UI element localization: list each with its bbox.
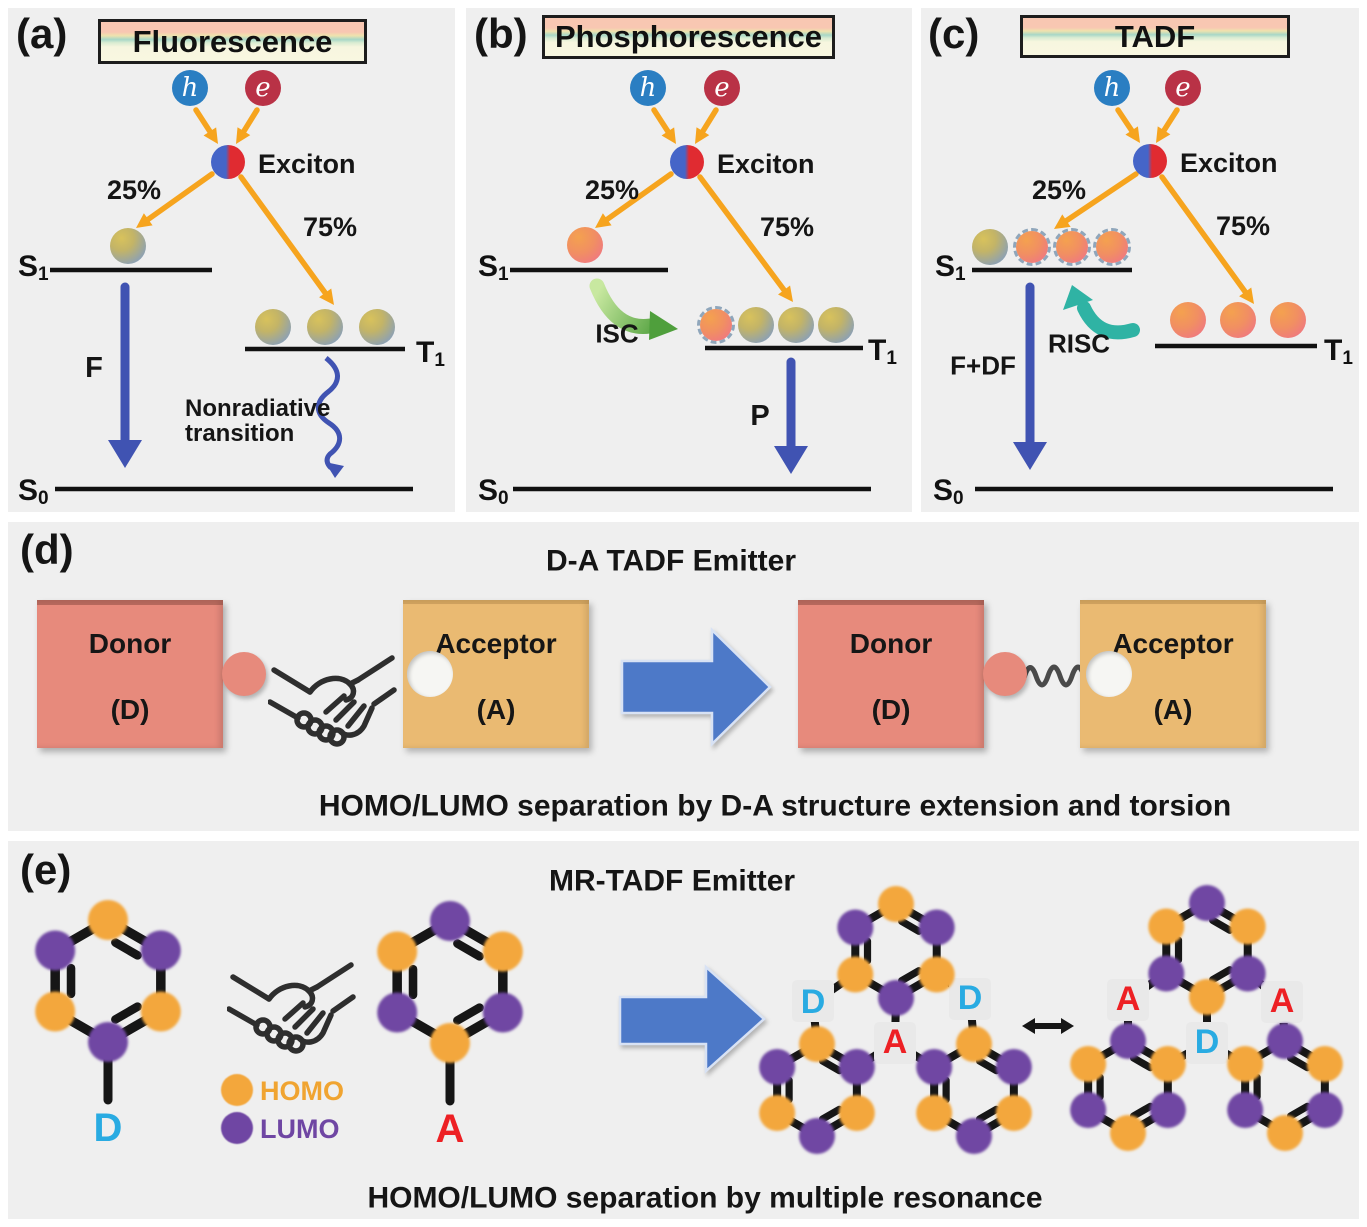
triplet-sphere xyxy=(1220,302,1256,338)
lumo-legend-label: LUMO xyxy=(260,1114,340,1144)
exciton-label: Exciton xyxy=(1180,148,1278,178)
panel-b-title: Phosphorescence xyxy=(542,15,835,59)
struct2-d-center: D xyxy=(1194,1023,1220,1062)
exciton-label: Exciton xyxy=(258,149,356,179)
fluorescence-arrow-label: F xyxy=(85,351,103,384)
acceptor-notch xyxy=(1086,651,1132,697)
panel-e xyxy=(8,841,1359,1219)
exciton-circle xyxy=(211,145,245,179)
singlet-exciton-sphere xyxy=(110,228,146,264)
branch-25-label: 25% xyxy=(106,174,162,205)
branch-75-label: 75% xyxy=(759,211,815,242)
branch-25-label: 25% xyxy=(584,174,640,205)
t1-level-label: T1 xyxy=(416,336,445,372)
triplet-sphere xyxy=(1270,302,1306,338)
panel-a xyxy=(8,8,455,512)
hole-circle: h xyxy=(1094,70,1130,106)
triplet-sphere xyxy=(307,309,343,345)
panel-a-label: (a) xyxy=(16,10,68,57)
homo-legend-dot xyxy=(221,1074,253,1106)
risc-label: RISC xyxy=(1047,328,1111,359)
s0-level-label: S0 xyxy=(478,474,509,510)
isc-label: ISC xyxy=(595,318,639,349)
risc-sphere xyxy=(1013,228,1051,266)
donor-piece: Donor (D) xyxy=(798,600,984,748)
branch-25-label: 25% xyxy=(1031,174,1087,205)
singlet-sphere xyxy=(972,229,1008,265)
struct2-a-right: A xyxy=(1269,982,1295,1021)
homo-legend-label: HOMO xyxy=(260,1076,344,1106)
hole-circle: h xyxy=(172,70,208,106)
donor-tab xyxy=(983,652,1027,696)
struct1-a-center: A xyxy=(882,1023,908,1062)
donor-label: Donor xyxy=(88,628,172,659)
panel-e-caption: HOMO/LUMO separation by multiple resonan… xyxy=(367,1181,1043,1215)
triplet-sphere xyxy=(818,307,854,343)
panel-d-title: D-A TADF Emitter xyxy=(546,544,796,578)
acceptor-label: Acceptor xyxy=(435,628,557,659)
isc-transferred-sphere xyxy=(697,306,735,344)
branch-75-label: 75% xyxy=(302,211,358,242)
risc-sphere xyxy=(1053,228,1091,266)
s0-level-label: S0 xyxy=(933,474,964,510)
electron-circle: e xyxy=(245,70,281,106)
struct1-d-left: D xyxy=(800,983,826,1022)
s1-level-label: S1 xyxy=(18,250,49,286)
singlet-exciton-sphere xyxy=(567,227,603,263)
donor-symbol: (D) xyxy=(110,694,150,725)
donor-tab xyxy=(222,652,266,696)
panel-c-title: TADF xyxy=(1020,15,1290,58)
electron-label: e xyxy=(255,73,271,103)
acceptor-symbol: (A) xyxy=(476,694,516,725)
s1-level-label: S1 xyxy=(935,250,966,286)
triplet-sphere xyxy=(359,309,395,345)
phosphorescence-arrow-label: P xyxy=(750,399,770,432)
panel-b-label: (b) xyxy=(474,10,528,57)
risc-sphere xyxy=(1093,228,1131,266)
branch-75-label: 75% xyxy=(1215,210,1271,241)
panel-e-title: MR-TADF Emitter xyxy=(548,864,796,898)
triplet-sphere xyxy=(738,307,774,343)
electron-circle: e xyxy=(704,70,740,106)
t1-level-label: T1 xyxy=(868,334,897,370)
exciton-label: Exciton xyxy=(717,149,815,179)
acceptor-piece: Acceptor (A) xyxy=(403,600,589,748)
triplet-sphere xyxy=(1170,302,1206,338)
exciton-circle xyxy=(1133,144,1167,178)
panel-b xyxy=(466,8,912,512)
exciton-circle xyxy=(670,145,704,179)
t1-level-label: T1 xyxy=(1324,334,1353,370)
electron-circle: e xyxy=(1165,70,1201,106)
struct2-a-left: A xyxy=(1115,980,1141,1019)
s0-level-label: S0 xyxy=(18,474,49,510)
fdf-arrow-label: F+DF xyxy=(950,350,1016,381)
donor-letter: D xyxy=(93,1106,123,1150)
triplet-sphere xyxy=(255,309,291,345)
panel-d-caption: HOMO/LUMO separation by D-A structure ex… xyxy=(318,789,1232,823)
donor-piece: Donor (D) xyxy=(37,600,223,748)
s1-level-label: S1 xyxy=(478,250,509,286)
panel-e-label: (e) xyxy=(20,846,72,893)
hole-label: h xyxy=(181,73,199,103)
hole-circle: h xyxy=(630,70,666,106)
panel-d-label: (d) xyxy=(20,526,74,573)
panel-a-title: Fluorescence xyxy=(98,19,367,64)
struct1-d-right: D xyxy=(957,979,983,1018)
triplet-sphere xyxy=(778,307,814,343)
acceptor-letter: A xyxy=(435,1107,465,1151)
panel-c-label: (c) xyxy=(928,10,980,57)
acceptor-notch xyxy=(407,651,453,697)
acceptor-piece: Acceptor (A) xyxy=(1080,600,1266,748)
lumo-legend-dot xyxy=(221,1112,253,1144)
